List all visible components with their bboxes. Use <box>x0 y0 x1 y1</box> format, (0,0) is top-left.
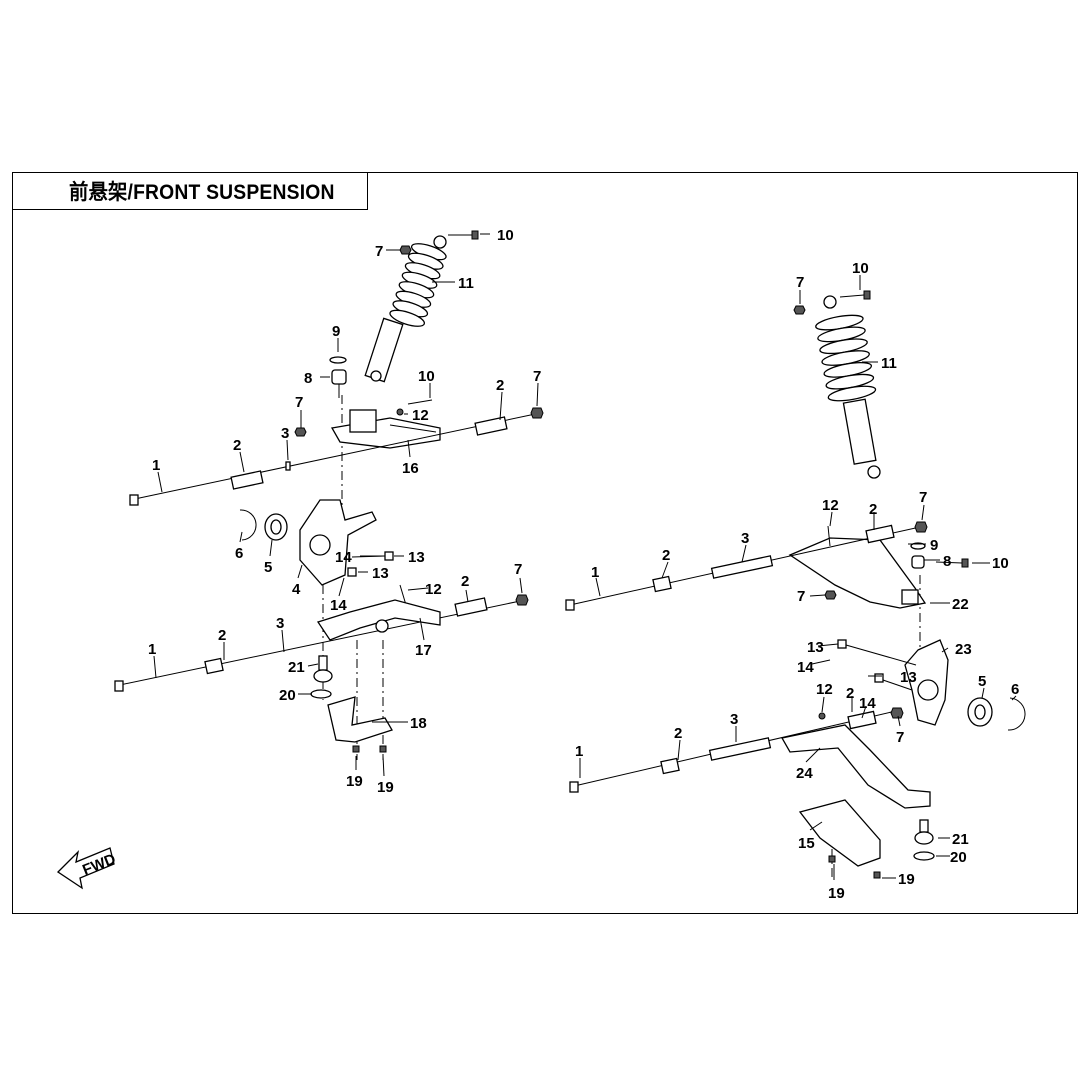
callout-1: 1 <box>575 743 583 760</box>
right-upper-arm <box>788 537 927 609</box>
callout-2: 2 <box>233 437 241 454</box>
left-shock-absorber <box>364 235 447 383</box>
callout-9: 9 <box>332 323 340 340</box>
callout-3: 3 <box>741 530 749 547</box>
callout-1: 1 <box>152 457 160 474</box>
callout-12: 12 <box>816 681 833 698</box>
callout-2: 2 <box>674 725 682 742</box>
fwd-arrow-icon: FWD <box>56 847 118 890</box>
callout-13: 13 <box>408 549 425 566</box>
drawing-frame <box>12 172 1078 914</box>
callout-20: 20 <box>279 687 296 704</box>
callout-7: 7 <box>514 561 522 578</box>
callout-7: 7 <box>375 243 383 260</box>
callout-7: 7 <box>533 368 541 385</box>
callout-13: 13 <box>900 669 917 686</box>
callout-9: 9 <box>930 537 938 554</box>
callout-14: 14 <box>797 659 814 676</box>
diagram-title: 前悬架/FRONT SUSPENSION <box>69 181 335 204</box>
callout-3: 3 <box>276 615 284 632</box>
callout-7: 7 <box>896 729 904 746</box>
right-lower-arm <box>780 724 931 809</box>
callout-10: 10 <box>992 555 1009 572</box>
left-lower-arm <box>316 599 441 641</box>
callout-21: 21 <box>288 659 305 676</box>
callout-2: 2 <box>869 501 877 518</box>
callout-3: 3 <box>730 711 738 728</box>
callout-2: 2 <box>662 547 670 564</box>
callout-12: 12 <box>412 407 429 424</box>
leader-lines <box>153 233 1017 880</box>
fwd-label: FWD <box>80 850 118 879</box>
callout-6: 6 <box>1011 681 1019 698</box>
callout-19: 19 <box>346 773 363 790</box>
callout-13: 13 <box>807 639 824 656</box>
callout-12: 12 <box>425 581 442 598</box>
left-upper-arm <box>330 409 441 449</box>
callout-10: 10 <box>497 227 514 244</box>
callout-12: 12 <box>822 497 839 514</box>
callout-6: 6 <box>235 545 243 562</box>
callout-4: 4 <box>292 581 301 598</box>
callout-2: 2 <box>461 573 469 590</box>
callout-10: 10 <box>852 260 869 277</box>
callout-2: 2 <box>846 685 854 702</box>
callout-19: 19 <box>377 779 394 796</box>
callout-11: 11 <box>458 275 474 292</box>
title-box: 前悬架/FRONT SUSPENSION <box>12 172 368 210</box>
callout-7: 7 <box>295 394 303 411</box>
callout-13: 13 <box>372 565 389 582</box>
callout-17: 17 <box>415 642 432 659</box>
callout-14: 14 <box>330 597 347 614</box>
callout-11: 11 <box>881 355 897 372</box>
callout-24: 24 <box>796 765 813 782</box>
callout-7: 7 <box>796 274 804 291</box>
callout-5: 5 <box>264 559 272 576</box>
callout-14: 14 <box>859 695 876 712</box>
callout-14: 14 <box>335 549 352 566</box>
callout-19: 19 <box>828 885 845 902</box>
left-assembly: FWD <box>56 230 544 890</box>
right-steering-knuckle <box>904 639 949 726</box>
callout-2: 2 <box>218 627 226 644</box>
callout-10: 10 <box>418 368 435 385</box>
callout-23: 23 <box>955 641 972 658</box>
left-steering-knuckle <box>299 499 377 586</box>
callout-1: 1 <box>148 641 156 658</box>
callout-21: 21 <box>952 831 969 848</box>
callout-20: 20 <box>950 849 967 866</box>
callout-7: 7 <box>919 489 927 506</box>
callout-18: 18 <box>410 715 427 732</box>
callout-22: 22 <box>952 596 969 613</box>
callout-7: 7 <box>797 588 805 605</box>
right-shock-absorber <box>815 295 881 479</box>
callout-19: 19 <box>898 871 915 888</box>
callout-3: 3 <box>281 425 289 442</box>
right-assembly <box>565 290 1026 880</box>
callout-8: 8 <box>943 553 951 570</box>
callout-1: 1 <box>591 564 599 581</box>
callout-5: 5 <box>978 673 986 690</box>
callout-15: 15 <box>798 835 815 852</box>
callout-2: 2 <box>496 377 504 394</box>
callout-8: 8 <box>304 370 312 387</box>
callout-labels: 10 7 11 9 8 10 2 7 7 12 3 2 16 1 6 5 4 1… <box>148 227 1019 902</box>
callout-16: 16 <box>402 460 419 477</box>
